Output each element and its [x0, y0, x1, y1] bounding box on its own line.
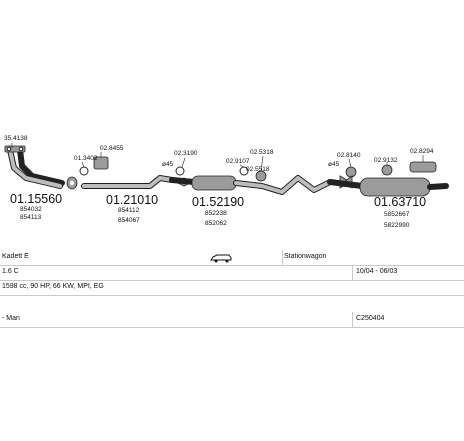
info-row-manufacturer: - Man C250404	[0, 312, 464, 328]
exhaust-system-diagram: 35.4138 01.3402 02.8455 02.3190 02.9107 …	[4, 135, 449, 229]
ref-label-2: 02.8455	[100, 145, 124, 152]
gasket-icon	[66, 176, 78, 190]
ref-label-4: 02.9107	[226, 158, 250, 165]
part-number-0: 01.15560	[10, 192, 62, 206]
model-name: Kadett E	[2, 253, 29, 260]
part-sub-3-0: 5852667	[384, 211, 410, 218]
part-number-3: 01.63710	[374, 195, 426, 209]
engine: 1.6 C	[2, 268, 19, 275]
part-sub-2-0: 852238	[205, 210, 227, 217]
column-divider	[352, 312, 353, 327]
car-wagon-icon	[210, 254, 232, 263]
column-divider	[352, 265, 353, 280]
production-years: 10/04 - 06/03	[356, 268, 398, 275]
vehicle-info-table: Kadett E Stationwagon 1.6 C 10/04 - 06/0…	[0, 250, 464, 441]
leader-lines	[11, 143, 424, 172]
middle-silencer	[169, 175, 333, 195]
ref-label-7: 02.8140	[337, 152, 361, 159]
front-pipe	[4, 145, 65, 189]
intermediate-pipe	[81, 175, 175, 189]
part-sub-3-1: 5822990	[384, 222, 410, 229]
ref-label-3: 02.3190	[174, 150, 198, 157]
part-sub-0-1: 854113	[20, 214, 42, 221]
part-sub-0-0: 854032	[20, 206, 42, 213]
column-divider	[282, 250, 283, 265]
clamp-label-1: ø45	[328, 161, 340, 168]
rear-silencer	[327, 177, 449, 197]
ref-label-9: 02.8294	[410, 148, 434, 155]
heat-shield-icon	[409, 161, 437, 173]
info-row-model: Kadett E Stationwagon	[0, 250, 464, 266]
clamp-icon	[79, 166, 249, 176]
part-number-2: 01.52190	[192, 195, 244, 209]
ref-label-8: 02.9132	[374, 157, 398, 164]
ref-label-0: 35.4138	[4, 135, 28, 142]
info-row-engine: 1.6 C 10/04 - 06/03	[0, 265, 464, 281]
manufacturer: - Man	[2, 315, 20, 322]
info-row-specs: 1598 cc, 90 HP, 66 KW, MPI, EG	[0, 280, 464, 296]
catalog-code: C250404	[356, 315, 385, 322]
part-sub-1-1: 854067	[118, 217, 140, 224]
ref-label-6: 02.5518	[246, 166, 270, 173]
ref-label-5: 02.5318	[250, 149, 274, 156]
body-type: Stationwagon	[284, 253, 327, 260]
part-number-1: 01.21010	[106, 193, 158, 207]
part-sub-1-0: 854112	[118, 207, 140, 214]
part-sub-2-1: 852062	[205, 220, 227, 227]
ref-label-1: 01.3402	[74, 155, 98, 162]
clamp-label-0: ø45	[162, 161, 174, 168]
engine-specs: 1598 cc, 90 HP, 66 KW, MPI, EG	[2, 283, 104, 290]
